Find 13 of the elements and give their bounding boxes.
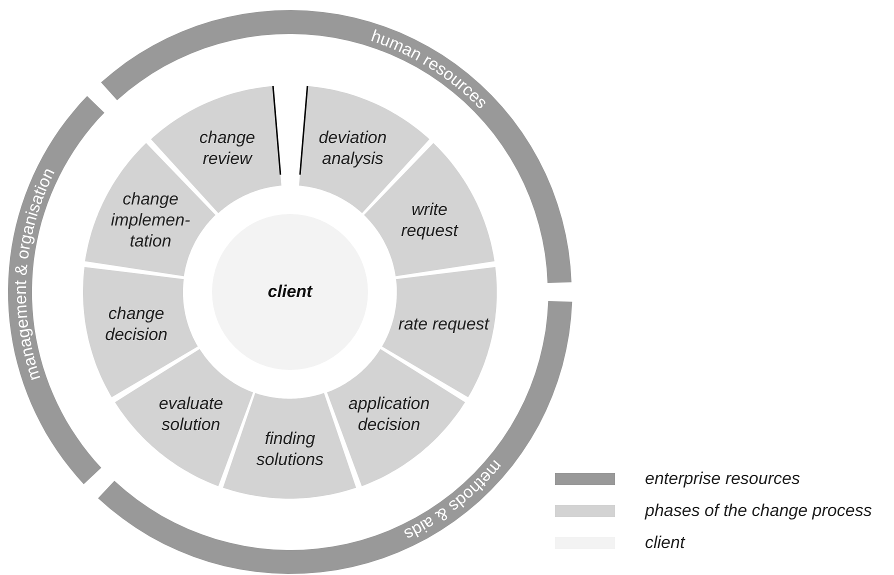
phase-label: change implemen-tation (110, 188, 192, 252)
phase-label: rate request (397, 314, 490, 335)
phase-label: change decision (104, 303, 168, 346)
phase-label: write request (400, 198, 460, 241)
legend-label: client (645, 533, 685, 553)
phase-label: finding solutions (255, 428, 325, 470)
phase-label: evaluate solution (158, 392, 224, 435)
phase-label: deviation analysis (318, 127, 388, 170)
phase-label: application decision (347, 392, 431, 435)
legend-label: enterprise resources (645, 469, 800, 489)
client-circle: client (212, 214, 368, 370)
legend-label: phases of the change process (645, 501, 872, 521)
phase-label: change review (198, 127, 256, 170)
